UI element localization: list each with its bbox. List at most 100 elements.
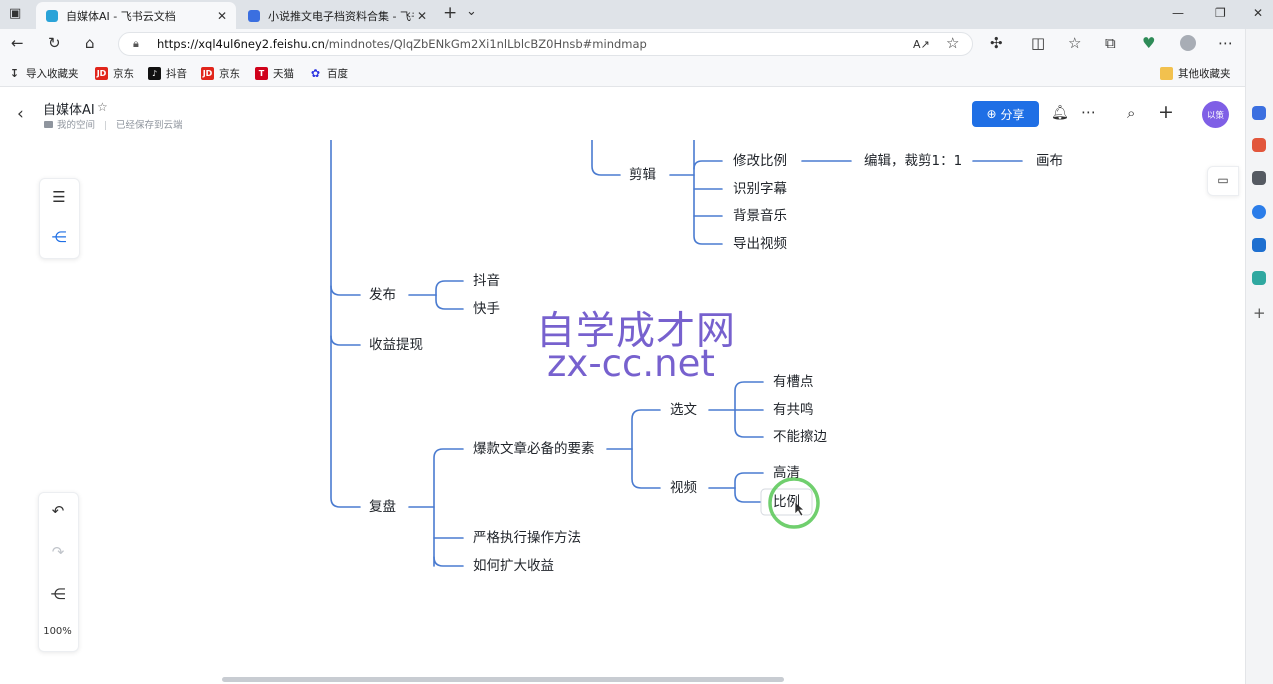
node-withdraw[interactable]: 收益提现 [369, 337, 423, 353]
mindmap-view-icon[interactable]: ⋲ [51, 228, 67, 246]
profile-icon[interactable] [1180, 35, 1196, 51]
more-options-icon[interactable]: ⋯ [1081, 103, 1096, 121]
tab-list-icon[interactable]: ⌄ [466, 4, 477, 19]
reload-icon[interactable]: ↻ [48, 34, 61, 52]
new-tab-icon[interactable]: + [443, 3, 458, 23]
view-toggle-panel [39, 178, 80, 259]
notification-bell-icon[interactable]: 🔔︎ [1051, 105, 1069, 121]
share-button[interactable]: ⊕分享 [972, 101, 1039, 127]
tab-feishu-doc[interactable]: 自媒体AI - 飞书云文档 ✕ [36, 2, 236, 29]
back-icon[interactable]: ← [11, 34, 24, 52]
bookmark-import[interactable]: ↧导入收藏夹 [8, 66, 79, 81]
cursor-highlight-ring [768, 477, 820, 529]
extensions-icon[interactable]: ✣ [990, 34, 1003, 52]
star-icon[interactable]: ☆ [97, 100, 108, 114]
redo-icon[interactable]: ↷ [51, 543, 65, 561]
tmall-icon: T [255, 67, 268, 80]
search-icon[interactable]: ⌕ [1127, 104, 1136, 122]
doc-favicon-icon [248, 9, 260, 22]
share-label: 分享 [1000, 107, 1025, 122]
mindmap-connectors [330, 140, 1023, 567]
shopping-icon[interactable] [1252, 138, 1266, 152]
connector-kuaishou [435, 294, 464, 310]
read-aloud-icon[interactable]: A↗ [913, 38, 930, 51]
bookmark-label: 京东 [113, 68, 134, 80]
node-export-video[interactable]: 导出视频 [733, 236, 787, 252]
bookmark-label: 京东 [219, 68, 240, 80]
node-groove-point[interactable]: 有槽点 [773, 374, 814, 390]
bookmark-douyin[interactable]: ♪抖音 [148, 66, 187, 81]
node-kuaishou[interactable]: 快手 [473, 301, 500, 317]
restore-icon[interactable]: ❐ [1215, 6, 1226, 20]
home-icon[interactable]: ⌂ [85, 34, 95, 52]
node-no-edge[interactable]: 不能擦边 [773, 429, 827, 445]
send-icon[interactable] [1252, 271, 1266, 285]
performance-icon[interactable]: ♥ [1142, 34, 1156, 52]
node-select-article[interactable]: 选文 [670, 402, 697, 418]
favorites-icon[interactable]: ☆ [1068, 34, 1082, 52]
save-status: 已经保存到云端 [116, 120, 183, 131]
douyin-icon: ♪ [148, 67, 161, 80]
chess-icon[interactable] [1252, 171, 1266, 185]
tab-close-icon[interactable]: ✕ [416, 8, 428, 23]
url-path: /mindnotes/QlqZbENkGm2Xi1nlLblcBZ0Hnsb#m… [324, 37, 647, 51]
node-hd[interactable]: 高清 [773, 465, 800, 481]
add-icon[interactable]: + [1158, 101, 1174, 123]
node-publish[interactable]: 发布 [369, 287, 396, 303]
tab-close-icon[interactable]: ✕ [216, 8, 228, 23]
folder-icon [1160, 67, 1173, 80]
url-text[interactable]: https://xql4ul6ney2.feishu.cn/mindnotes/… [157, 37, 647, 51]
node-review[interactable]: 复盘 [369, 499, 396, 515]
connector-groove [734, 381, 764, 411]
minimize-icon[interactable]: — [1172, 6, 1184, 20]
node-modify-ratio[interactable]: 修改比例 [733, 153, 787, 169]
globe-icon: ⊕ [986, 107, 997, 121]
avatar[interactable]: 以策 [1202, 101, 1229, 128]
horizontal-scrollbar[interactable] [222, 677, 784, 682]
outline-view-icon[interactable]: ☰ [52, 188, 66, 206]
baidu-icon: ✿ [310, 67, 321, 80]
node-background-music[interactable]: 背景音乐 [733, 208, 787, 224]
node-recognize-subtitle[interactable]: 识别字幕 [733, 181, 787, 197]
node-hit-elements[interactable]: 爆款文章必备的要素 [473, 441, 595, 457]
layout-structure-icon[interactable]: ⋲ [50, 585, 66, 603]
node-resonance[interactable]: 有共鸣 [773, 402, 814, 418]
bookmark-label: 百度 [327, 68, 348, 80]
bookmark-baidu[interactable]: ✿ 百度 [309, 66, 348, 81]
node-canvas[interactable]: 画布 [1036, 153, 1063, 169]
node-douyin[interactable]: 抖音 [473, 273, 500, 289]
doc-title[interactable]: 自媒体AI [43, 103, 95, 118]
tab-novel-doc[interactable]: 小说推文电子档资料合集 - 飞书云文档 ✕ [238, 2, 436, 29]
comment-icon[interactable]: ▭ [1207, 166, 1239, 196]
connector-ratio [734, 487, 762, 503]
lock-icon[interactable]: 🔒︎ [133, 37, 139, 50]
more-menu-icon[interactable]: ⋯ [1218, 34, 1233, 52]
address-bar[interactable] [118, 32, 973, 56]
node-edit[interactable]: 剪辑 [629, 167, 656, 183]
tag-icon[interactable] [1252, 106, 1266, 120]
other-bookmarks[interactable]: 其他收藏夹 [1160, 66, 1231, 81]
node-strict-execution[interactable]: 严格执行操作方法 [473, 530, 581, 546]
split-screen-icon[interactable]: ◫ [1031, 34, 1046, 52]
node-video[interactable]: 视频 [670, 480, 697, 496]
collections-icon[interactable]: ⧉ [1105, 34, 1116, 52]
favorite-star-icon[interactable]: ☆ [946, 34, 960, 52]
node-expand-income[interactable]: 如何扩大收益 [473, 558, 554, 574]
undo-icon[interactable]: ↶ [51, 502, 65, 520]
zoom-level[interactable]: 100% [43, 626, 72, 637]
close-window-icon[interactable]: ✕ [1253, 6, 1264, 20]
connector-withdraw [330, 335, 361, 346]
node-ratio-detail[interactable]: 编辑，裁剪1：1 [864, 153, 963, 169]
node-ratio[interactable]: 比例 [773, 494, 800, 510]
tab-actions-icon[interactable]: ▣ [9, 6, 22, 21]
outlook-icon[interactable] [1252, 238, 1266, 252]
location-label[interactable]: 我的空间 [57, 120, 96, 131]
add-sidebar-icon[interactable]: + [1253, 304, 1266, 322]
copilot-sidebar-icon[interactable] [1252, 205, 1266, 219]
back-arrow-icon[interactable]: ‹ [17, 104, 24, 124]
tab-title: 自媒体AI - 飞书云文档 [66, 9, 176, 23]
feishu-favicon-icon [46, 9, 58, 22]
